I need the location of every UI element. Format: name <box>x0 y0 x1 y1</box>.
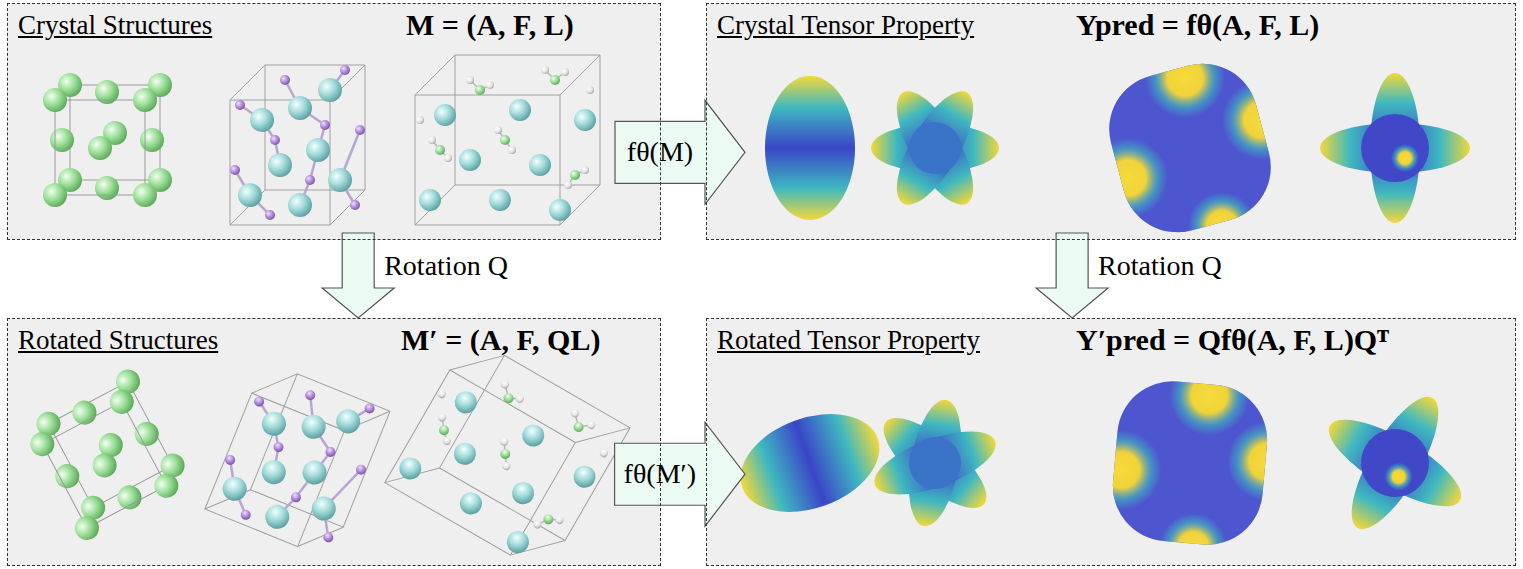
rotated-crystal-structure <box>19 365 196 544</box>
tensor-surface <box>765 76 855 220</box>
block-arrow <box>1036 233 1108 318</box>
tensor-surface <box>871 81 999 216</box>
panel-title: Crystal Structures <box>18 10 212 41</box>
crystal-structure <box>43 73 172 207</box>
formula: Ypred = fθ(A, F, L) <box>1076 8 1319 43</box>
panel-title: Rotated Tensor Property <box>717 325 980 356</box>
tensor-surface <box>1088 38 1302 260</box>
arrow-label: Rotation Q <box>384 250 508 282</box>
rotated-crystal-structure <box>205 361 390 560</box>
rotated-tensor-surface <box>843 370 1028 556</box>
panel-ground <box>7 318 661 566</box>
panel-box: Rotated Tensor Property Y′pred = Qfθ(A, F… <box>706 318 1516 566</box>
arrow-label: Rotation Q <box>1098 250 1222 282</box>
formula: M = (A, F, L) <box>406 8 574 43</box>
panel-title: Crystal Tensor Property <box>717 10 974 41</box>
block-arrow <box>615 422 745 526</box>
panel-box: Crystal Structures M = (A, F, L) <box>7 3 661 240</box>
rotated-tensor-surface <box>1056 325 1333 569</box>
formula: M′ = (A, F, QL) <box>401 323 600 358</box>
formula: Y′pred = Qfθ(A, F, L)Qᵀ <box>1076 323 1389 358</box>
panel-title: Rotated Structures <box>18 325 218 356</box>
rotated-tensor-surface <box>727 396 893 530</box>
panel-ground <box>7 3 661 240</box>
tensor-surface <box>1320 73 1470 223</box>
crystal-structure <box>415 55 600 225</box>
panel-box: Crystal Tensor Property Ypred = fθ(A, F, … <box>706 3 1516 240</box>
panel-box: Rotated Structures M′ = (A, F, QL) <box>7 318 661 566</box>
panel-ground <box>706 318 1516 566</box>
crystal-structure <box>230 65 365 225</box>
arrow-label: fθ(M′) <box>624 458 696 490</box>
arrow-label: fθ(M) <box>627 136 693 168</box>
block-arrow <box>322 233 394 318</box>
rotated-tensor-surface <box>1293 361 1498 566</box>
rotated-crystal-structure <box>385 335 630 569</box>
block-arrow <box>615 100 745 204</box>
